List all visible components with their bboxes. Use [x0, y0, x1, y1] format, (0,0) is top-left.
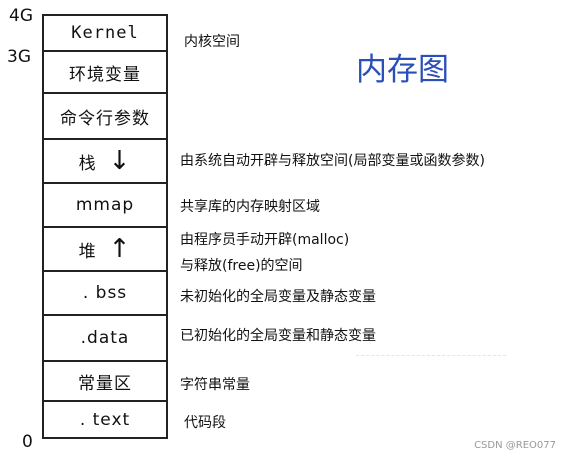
note-stack: 由系统自动开辟与释放空间(局部变量或函数参数): [180, 153, 485, 169]
note-bss: 未初始化的全局变量及静态变量: [180, 289, 376, 305]
axis-label-0: 0: [22, 432, 33, 452]
segment-label: 栈: [78, 153, 97, 174]
note-const: 字符串常量: [180, 377, 250, 393]
segment-label: 命令行参数: [60, 108, 150, 129]
segment-const: 常量区: [44, 362, 166, 402]
arrow-down-icon: ↓: [108, 146, 132, 176]
note-data: 已初始化的全局变量和静态变量: [180, 328, 376, 344]
axis-label-4g: 4G: [9, 6, 33, 26]
axis-label-3g: 3G: [7, 47, 31, 67]
segment-label: . text: [79, 409, 131, 430]
note-heap-line2: 与释放(free)的空间: [180, 258, 303, 274]
segment-label: . bss: [82, 283, 128, 303]
segment-heap: 堆 ↑: [44, 228, 166, 272]
diagram-title: 内存图: [356, 52, 449, 88]
segment-args: 命令行参数: [44, 94, 166, 140]
segment-mmap: mmap: [44, 184, 166, 228]
arrow-up-icon: ↑: [108, 234, 132, 264]
segment-text: . text: [44, 402, 166, 437]
segment-kernel: Kernel: [44, 16, 166, 52]
segment-data: .data: [44, 316, 166, 362]
note-text: 代码段: [184, 415, 226, 431]
note-kernel: 内核空间: [184, 34, 240, 50]
segment-label: .data: [80, 328, 130, 348]
segment-env: 环境变量: [44, 52, 166, 94]
segment-label: 环境变量: [69, 64, 141, 85]
segment-label: 堆: [78, 241, 97, 262]
memory-layout-stack: Kernel 环境变量 命令行参数 栈 ↓ mmap 堆 ↑ . bss .da…: [42, 14, 168, 439]
segment-stack: 栈 ↓: [44, 140, 166, 184]
segment-label: 常量区: [78, 373, 132, 394]
segment-bss: . bss: [44, 272, 166, 316]
divider: [356, 355, 506, 356]
segment-label: mmap: [75, 195, 135, 215]
note-mmap: 共享库的内存映射区域: [180, 199, 320, 215]
segment-label: Kernel: [71, 23, 139, 43]
watermark: CSDN @REO077: [474, 440, 556, 451]
note-heap-line1: 由程序员手动开辟(malloc): [180, 232, 350, 248]
